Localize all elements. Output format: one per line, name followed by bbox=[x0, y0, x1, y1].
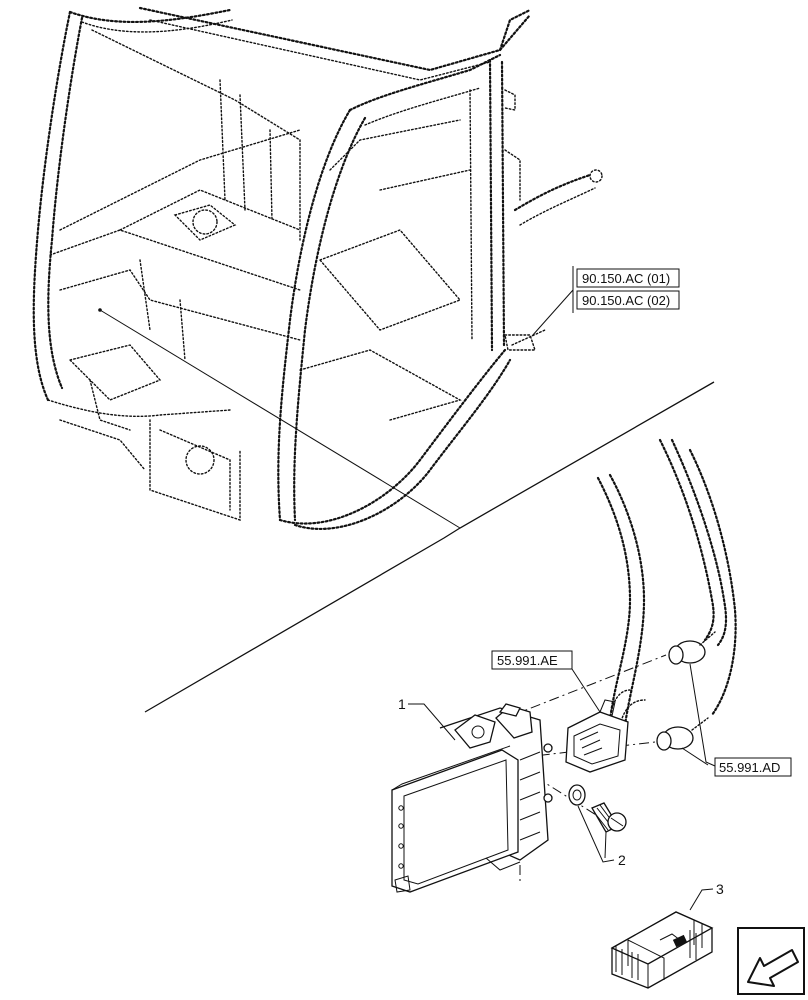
view-point-marker bbox=[98, 308, 102, 312]
ae-leader-line bbox=[571, 668, 601, 713]
mounting-hardware[interactable] bbox=[568, 784, 627, 833]
svg-text:1: 1 bbox=[398, 696, 406, 712]
ref-55-991-ae[interactable]: 55.991.AE bbox=[491, 650, 573, 670]
callout-item-3: 3 bbox=[689, 881, 724, 911]
view-leader-line bbox=[99, 309, 461, 529]
ref-90-150-ac-02[interactable]: 90.150.AC (02) bbox=[576, 290, 680, 310]
ac-leader-line bbox=[531, 289, 574, 337]
kit-crate-icon bbox=[610, 911, 714, 989]
ref-90-150-ac-01[interactable]: 90.150.AC (01) bbox=[572, 266, 680, 313]
ad-leader-line-1 bbox=[689, 663, 716, 767]
wire-harness bbox=[596, 438, 737, 751]
cab-frame bbox=[32, 6, 603, 530]
svg-text:90.150.AC (01): 90.150.AC (01) bbox=[582, 271, 670, 286]
section-break-line bbox=[144, 381, 715, 713]
ecu-module[interactable] bbox=[391, 703, 553, 893]
arrow-down-left-icon[interactable] bbox=[737, 927, 805, 995]
callout-item-1: 1 bbox=[398, 696, 456, 741]
svg-text:3: 3 bbox=[716, 881, 724, 897]
ref-55-991-ad[interactable]: 55.991.AD bbox=[714, 757, 792, 777]
svg-text:55.991.AD: 55.991.AD bbox=[719, 760, 780, 775]
svg-text:90.150.AC (02): 90.150.AC (02) bbox=[582, 293, 670, 308]
connector-block bbox=[565, 699, 629, 773]
ad-leader-line-2 bbox=[681, 747, 709, 766]
callout-item-2: 2 bbox=[577, 805, 626, 868]
svg-text:2: 2 bbox=[618, 852, 626, 868]
svg-text:55.991.AE: 55.991.AE bbox=[497, 653, 558, 668]
